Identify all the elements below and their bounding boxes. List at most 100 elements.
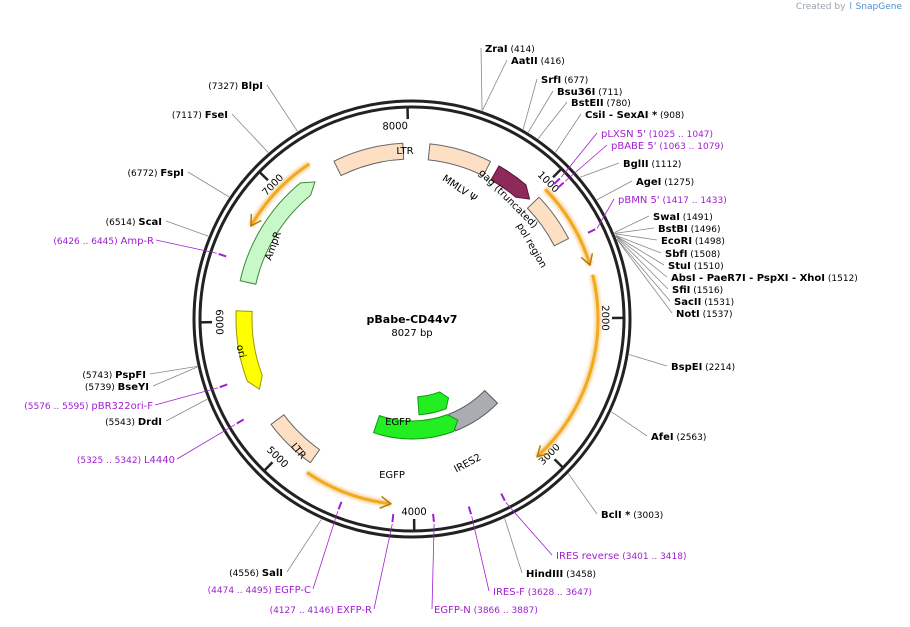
- egfp-feature-outer: [372, 414, 459, 440]
- site-position: (1498): [692, 237, 725, 247]
- site-extra: - PaeR7I - PspXI - XhoI: [696, 273, 825, 284]
- site-label: SrfI (677): [541, 75, 588, 86]
- site-position: (3003): [630, 511, 663, 521]
- site-label: EcoRI (1498): [661, 236, 725, 247]
- primer-range: (3866 .. 3887): [471, 606, 538, 616]
- leader-line: [266, 84, 298, 132]
- site-name: StuI: [668, 261, 691, 272]
- site-position: (908): [657, 111, 684, 121]
- leader-line: [505, 502, 553, 556]
- site-position: (1516): [690, 286, 723, 296]
- leader-line: [616, 239, 673, 314]
- primer-range: (5576 .. 5595): [24, 402, 91, 412]
- primer-label: pBABE 5' (1063 .. 1079): [611, 141, 724, 152]
- leader-line: [615, 235, 665, 266]
- scale-tick-label: 8000: [382, 121, 408, 133]
- primer-name: pBABE 5': [611, 141, 657, 152]
- leader-line: [154, 387, 218, 406]
- site-label: (6772) FspI: [128, 168, 184, 179]
- site-label: ZraI (414): [485, 44, 535, 55]
- site-label: (7327) BlpI: [208, 81, 263, 92]
- leader-line: [614, 227, 655, 234]
- orf-arc: [536, 274, 600, 458]
- site-name: BglII: [623, 159, 649, 170]
- site-label: CsiI - SexAI * (908): [585, 110, 684, 121]
- site-label: BclI * (3003): [601, 510, 663, 521]
- primer-marker: [467, 506, 473, 515]
- primer-label: (4127 .. 4146) EXFP-R: [270, 605, 372, 616]
- leader-line: [312, 511, 339, 590]
- site-label: (5739) BseYI: [85, 382, 149, 393]
- site-name: SrfI: [541, 75, 561, 86]
- site-position: (780): [604, 99, 631, 109]
- site-position: (7327): [208, 82, 241, 92]
- primer-range: (6426 .. 6445): [53, 237, 120, 247]
- site-position: (1112): [649, 160, 682, 170]
- site-label: BstBI (1496): [658, 224, 721, 235]
- orf-arc: [306, 471, 391, 506]
- site-label: AfeI (2563): [651, 432, 706, 443]
- site-position: (6772): [128, 169, 161, 179]
- feature-label-egfp-outer: EGFP: [379, 470, 405, 481]
- site-label: NotI (1537): [676, 309, 733, 320]
- leader-line: [615, 236, 669, 290]
- site-name: BlpI: [241, 81, 263, 92]
- leader-line: [155, 239, 217, 254]
- site-position: (1496): [688, 225, 721, 235]
- primer-name: pBMN 5': [618, 195, 660, 206]
- site-position: (3458): [563, 570, 596, 580]
- site-name: SwaI: [653, 212, 680, 223]
- site-position: (414): [508, 45, 535, 55]
- primer-marker: [553, 177, 561, 185]
- primer-range: (3401 .. 3418): [619, 552, 686, 562]
- leader-line: [555, 113, 582, 153]
- site-name: DrdI: [138, 417, 162, 428]
- site-name: BclI *: [601, 510, 631, 521]
- plasmid-length: 8027 bp: [391, 328, 432, 339]
- site-name: PspFI: [115, 370, 146, 381]
- orf-arc: [249, 162, 311, 227]
- site-position: (4556): [229, 569, 262, 579]
- primer-marker: [587, 228, 596, 234]
- site-position: (416): [538, 57, 565, 67]
- site-position: (2563): [674, 433, 707, 443]
- primer-label: (5576 .. 5595) pBR322ori-F: [24, 401, 153, 412]
- site-label: BglII (1112): [623, 159, 681, 170]
- site-extra: - SexAI *: [605, 110, 657, 121]
- site-label: (5743) PspFI: [82, 370, 146, 381]
- site-position: (1275): [661, 178, 694, 188]
- leader-line: [580, 162, 620, 178]
- primer-marker: [432, 513, 435, 522]
- leader-line: [431, 523, 435, 610]
- primer-name: EXFP-R: [337, 605, 372, 616]
- primer-range: (1417 .. 1433): [660, 196, 727, 206]
- leader-line: [527, 90, 554, 133]
- site-name: AbsI: [671, 273, 696, 284]
- primer-range: (4127 .. 4146): [270, 606, 337, 616]
- site-label: (5543) DrdI: [105, 417, 162, 428]
- site-name: AfeI: [651, 432, 674, 443]
- leader-line: [615, 235, 668, 278]
- leader-line: [482, 59, 508, 111]
- leader-line: [596, 180, 633, 201]
- leader-line: [286, 519, 322, 573]
- ampr-feature: [239, 181, 316, 285]
- feature-label-ires2: IRES2: [452, 452, 483, 475]
- primer-range: (1025 .. 1047): [646, 130, 713, 140]
- primer-marker: [218, 252, 227, 258]
- leader-line: [231, 113, 269, 153]
- leader-line: [564, 144, 608, 182]
- site-position: (5743): [82, 371, 115, 381]
- ires2-feature: [448, 389, 499, 432]
- primer-range: (1063 .. 1079): [657, 142, 724, 152]
- orf-glow: [534, 273, 602, 460]
- feature-label-ori: ori: [234, 344, 248, 359]
- primer-marker: [219, 383, 228, 389]
- ltr-feature-2: [270, 414, 321, 464]
- site-position: (1491): [680, 213, 713, 223]
- site-label: StuI (1510): [668, 261, 724, 272]
- site-position: (677): [561, 76, 588, 86]
- orf-arc: [544, 188, 592, 266]
- orf-arrowhead: [536, 445, 550, 458]
- site-label: Bsu36I (711): [557, 87, 622, 98]
